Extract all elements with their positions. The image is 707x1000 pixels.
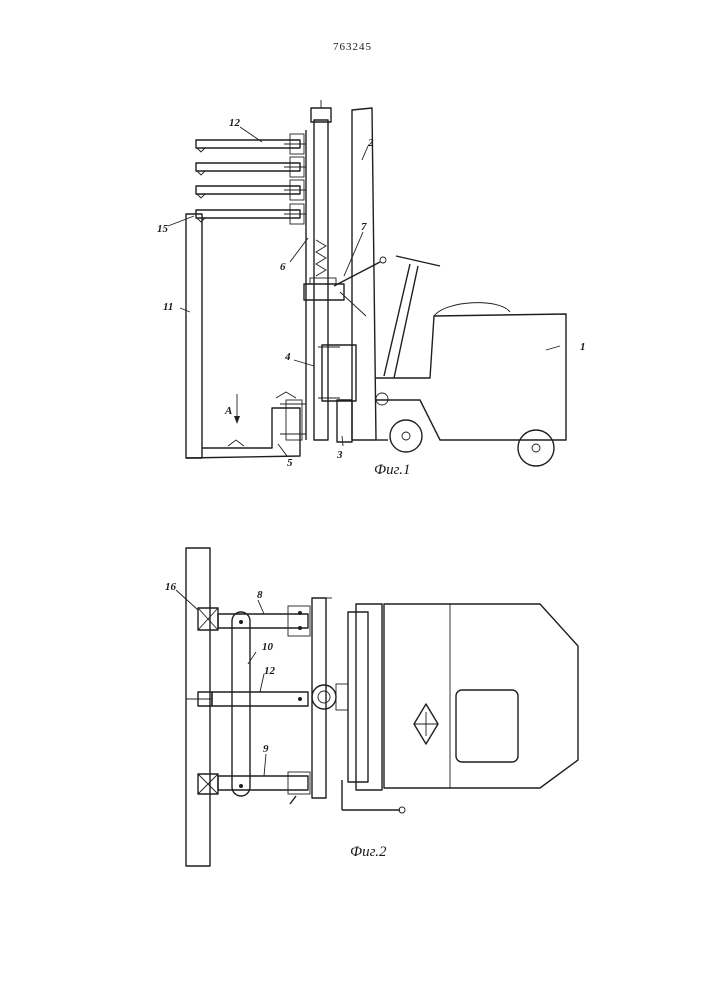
label-A: A	[224, 405, 232, 417]
tractor-top	[384, 604, 578, 788]
figure-1-side-view: 12 2 15 6 7 11 4 1 A 3 5 Фиг.1	[157, 100, 586, 478]
label-8: 8	[257, 589, 263, 601]
label-12-top: 12	[264, 665, 276, 677]
rear-wheel	[518, 430, 554, 466]
label-2: 2	[367, 137, 374, 149]
label-12: 12	[229, 117, 241, 129]
label-9: 9	[263, 743, 269, 755]
mid-bracket	[322, 345, 356, 401]
label-4: 4	[284, 351, 291, 363]
cabin-window	[456, 690, 518, 762]
figure-2-top-view: 16 8 10 12 9 Фиг.2	[165, 548, 578, 866]
linkage-10	[232, 612, 250, 796]
long-beam	[186, 548, 210, 866]
mast	[314, 120, 328, 440]
frame-vertical	[312, 598, 326, 798]
lever-handle	[334, 262, 380, 286]
label-6: 6	[280, 261, 286, 273]
label-11: 11	[163, 301, 173, 313]
mast-carriage	[348, 612, 368, 782]
figure-2-caption: Фиг.2	[350, 844, 387, 860]
patent-number: 763245	[333, 41, 372, 53]
spring	[316, 240, 326, 276]
slider-block	[304, 284, 344, 300]
label-7: 7	[361, 221, 367, 233]
figure-1-caption: Фиг.1	[374, 462, 410, 478]
label-10: 10	[262, 641, 274, 653]
steering-wheel	[396, 256, 440, 266]
fork-stack	[196, 134, 306, 224]
label-5: 5	[287, 457, 293, 469]
vertical-frame	[186, 214, 202, 458]
label-1: 1	[580, 341, 586, 353]
carriage-base	[337, 400, 352, 442]
label-15: 15	[157, 223, 169, 235]
label-3: 3	[336, 449, 343, 461]
tractor-cabin	[376, 314, 566, 440]
fork-12	[212, 692, 308, 706]
tractor-body	[376, 256, 566, 466]
front-wheel	[390, 420, 422, 452]
pivot-hub	[312, 685, 336, 709]
label-16: 16	[165, 581, 177, 593]
